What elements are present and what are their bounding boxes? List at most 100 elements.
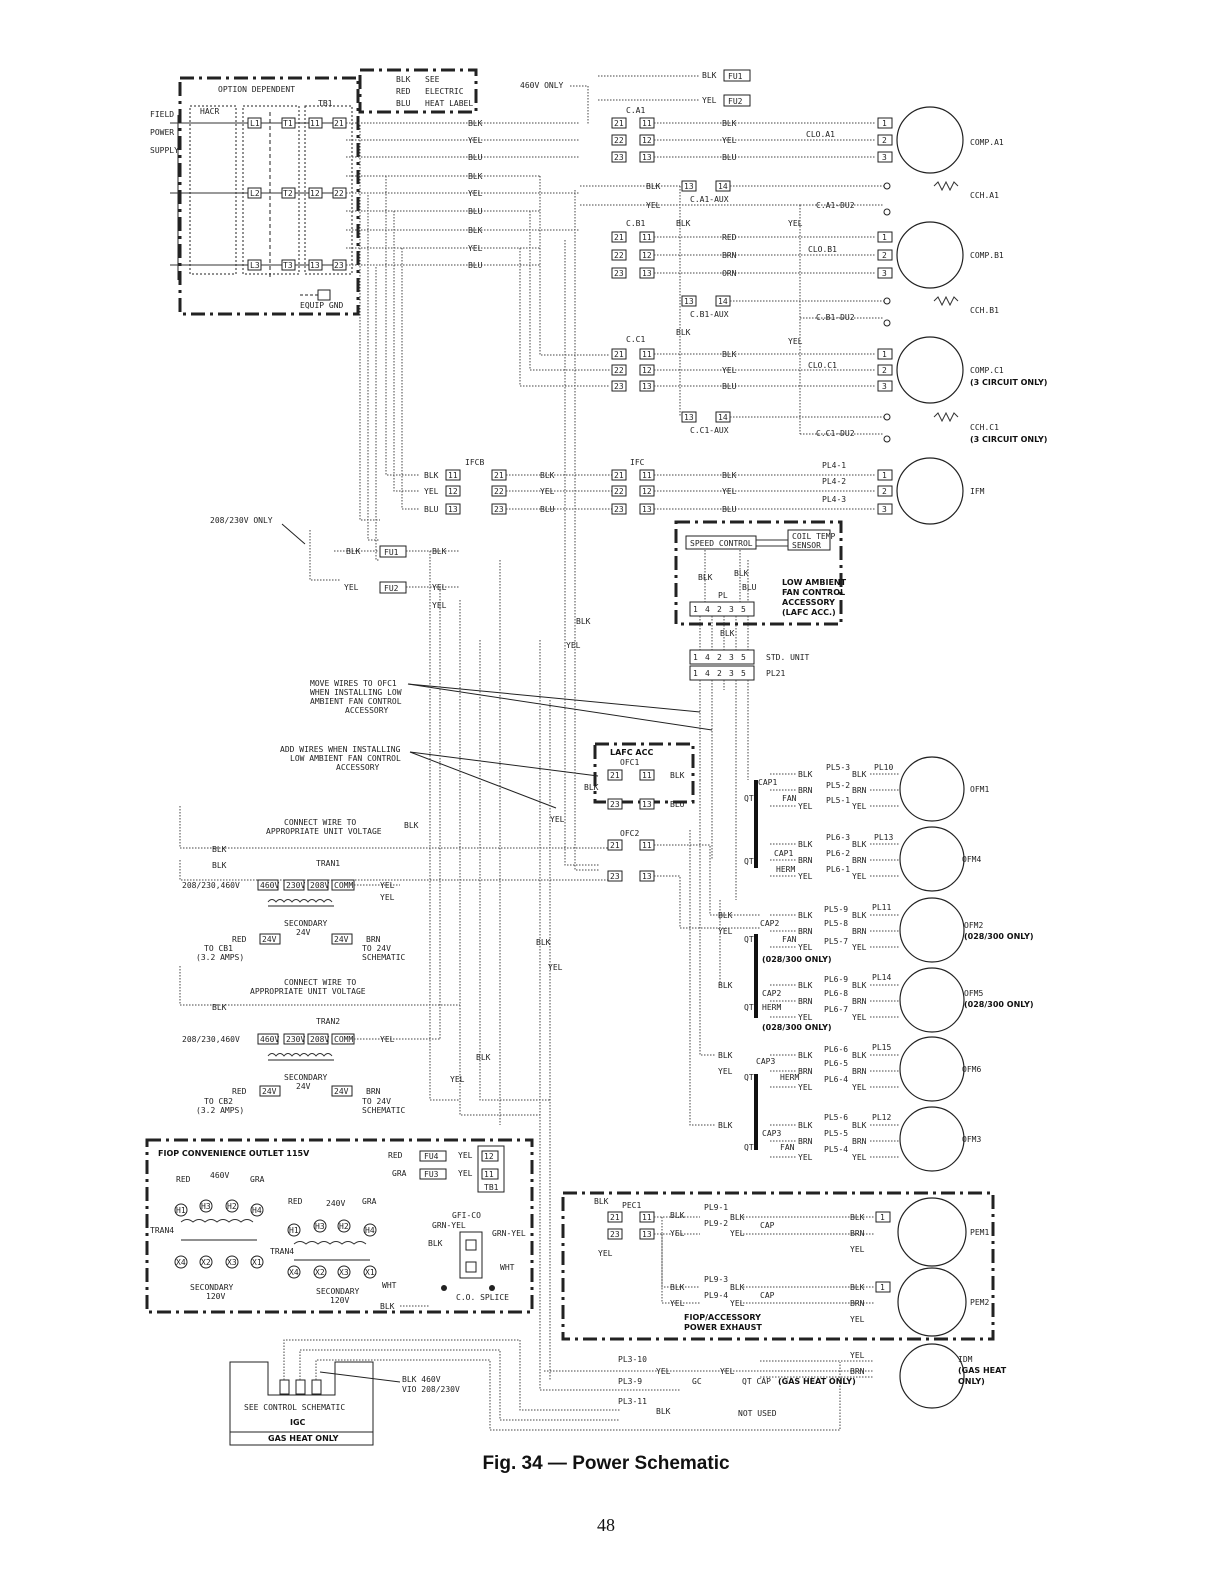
- svg-text:GRA: GRA: [392, 1169, 407, 1178]
- svg-text:1: 1: [693, 605, 698, 614]
- svg-text:LOW AMBIENT FAN CONTROL: LOW AMBIENT FAN CONTROL: [290, 754, 401, 763]
- svg-text:YEL: YEL: [718, 927, 733, 936]
- overload-clo-a1: CLO.A1: [806, 130, 835, 139]
- svg-text:23: 23: [494, 505, 504, 514]
- svg-text:24V: 24V: [334, 935, 349, 944]
- svg-text:YEL: YEL: [344, 583, 359, 592]
- ofc1-lafc-section: LAFC ACC OFC1 21 11 BLK 23 13 BLU BLK YE…: [550, 617, 695, 824]
- svg-text:TRAN4: TRAN4: [270, 1247, 294, 1256]
- svg-text:13: 13: [448, 505, 458, 514]
- svg-text:TRAN1: TRAN1: [316, 859, 340, 868]
- svg-text:BLK: BLK: [468, 226, 483, 235]
- svg-text:GFI-CO: GFI-CO: [452, 1211, 481, 1220]
- svg-text:CAP: CAP: [760, 1221, 775, 1230]
- svg-text:BLU: BLU: [468, 261, 483, 270]
- svg-text:C.B1-AUX: C.B1-AUX: [690, 310, 729, 319]
- svg-text:GRN-YEL: GRN-YEL: [432, 1221, 466, 1230]
- svg-text:4: 4: [705, 653, 710, 662]
- svg-text:3: 3: [882, 269, 887, 278]
- convenience-outlet-section: FIOP CONVENIENCE OUTLET 115V RED FU4 YEL…: [145, 1138, 534, 1314]
- svg-text:CAP3: CAP3: [756, 1057, 775, 1066]
- svg-text:FIOP CONVENIENCE OUTLET 115V: FIOP CONVENIENCE OUTLET 115V: [158, 1149, 310, 1158]
- svg-text:BLU: BLU: [540, 505, 555, 514]
- svg-text:YEL: YEL: [548, 963, 563, 972]
- svg-text:BRN: BRN: [798, 1137, 813, 1146]
- svg-text:24V: 24V: [262, 935, 277, 944]
- svg-text:YEL: YEL: [798, 1153, 813, 1162]
- svg-text:YEL: YEL: [540, 487, 555, 496]
- gfi-outlet: [459, 1231, 483, 1279]
- svg-text:(3.2 AMPS): (3.2 AMPS): [196, 1106, 244, 1115]
- outdoor-fan-motor-ofm1: [899, 756, 965, 822]
- svg-text:PL5-8: PL5-8: [824, 919, 848, 928]
- svg-text:24V: 24V: [334, 1087, 349, 1096]
- tb1-box: [304, 105, 353, 275]
- svg-text:BRN: BRN: [722, 251, 737, 260]
- svg-text:PL6-7: PL6-7: [824, 1005, 848, 1014]
- svg-text:FU2: FU2: [384, 584, 399, 593]
- svg-text:13: 13: [642, 800, 652, 809]
- svg-text:3: 3: [729, 669, 734, 678]
- svg-text:1: 1: [882, 471, 887, 480]
- svg-text:OFM4: OFM4: [962, 855, 981, 864]
- svg-text:WHT: WHT: [382, 1281, 397, 1290]
- svg-text:YEL: YEL: [722, 136, 737, 145]
- svg-text:SCHEMATIC: SCHEMATIC: [362, 953, 406, 962]
- compressor-section: 460V ONLY BLK FU1 YEL FU2 C.A1 21 11 22 …: [520, 69, 1047, 444]
- svg-text:YEL: YEL: [656, 1367, 671, 1376]
- svg-text:ORN: ORN: [722, 269, 737, 278]
- svg-text:2: 2: [717, 605, 722, 614]
- svg-text:YEL: YEL: [722, 366, 737, 375]
- svg-text:PL5-3: PL5-3: [826, 763, 850, 772]
- svg-text:2: 2: [717, 653, 722, 662]
- svg-text:FAN: FAN: [780, 1143, 795, 1152]
- svg-text:APPROPRIATE UNIT VOLTAGE: APPROPRIATE UNIT VOLTAGE: [266, 827, 382, 836]
- svg-text:BLU: BLU: [742, 583, 757, 592]
- svg-text:RED: RED: [388, 1151, 403, 1160]
- svg-text:13: 13: [642, 269, 652, 278]
- svg-text:X3: X3: [227, 1258, 237, 1267]
- figure-caption: Fig. 34 — Power Schematic: [482, 1453, 730, 1474]
- svg-text:11: 11: [310, 119, 320, 128]
- svg-text:PL6-9: PL6-9: [824, 975, 848, 984]
- svg-text:BLK: BLK: [852, 911, 867, 920]
- svg-text:12: 12: [484, 1152, 494, 1161]
- option-dependent-label: OPTION DEPENDENT: [218, 85, 295, 94]
- svg-text:13: 13: [642, 153, 652, 162]
- svg-text:(028/300 ONLY): (028/300 ONLY): [964, 932, 1034, 941]
- svg-text:C.A1-DU2: C.A1-DU2: [816, 201, 855, 210]
- svg-text:460V: 460V: [260, 881, 279, 890]
- svg-text:YEL: YEL: [850, 1351, 865, 1360]
- svg-text:YEL: YEL: [798, 943, 813, 952]
- svg-text:YEL: YEL: [798, 1083, 813, 1092]
- svg-text:FU1: FU1: [384, 548, 399, 557]
- equip-gnd-terminal: [317, 289, 331, 301]
- svg-text:CLO.B1: CLO.B1: [808, 245, 837, 254]
- tb1-label: TB1: [318, 99, 333, 108]
- svg-text:SENSOR: SENSOR: [792, 541, 821, 550]
- svg-text:BLK: BLK: [576, 617, 591, 626]
- svg-text:T3: T3: [283, 261, 293, 270]
- svg-text:PL6-1: PL6-1: [826, 865, 850, 874]
- svg-text:12: 12: [448, 487, 458, 496]
- svg-text:YEL: YEL: [598, 1249, 613, 1258]
- field-power-supply-label-3: SUPPLY: [150, 146, 179, 155]
- svg-text:3: 3: [882, 505, 887, 514]
- svg-text:PL5-6: PL5-6: [824, 1113, 848, 1122]
- svg-text:BRN: BRN: [798, 786, 813, 795]
- outdoor-fan-motor-ofm2: [899, 897, 965, 963]
- svg-text:3: 3: [882, 382, 887, 391]
- svg-text:2: 2: [882, 366, 887, 375]
- svg-text:YEL: YEL: [852, 872, 867, 881]
- svg-text:11: 11: [448, 471, 458, 480]
- svg-text:FIOP/ACCESSORY: FIOP/ACCESSORY: [684, 1313, 761, 1322]
- svg-text:11: 11: [642, 841, 652, 850]
- gas-heat-section: SEE CONTROL SCHEMATIC IGC GAS HEAT ONLY …: [229, 1339, 1007, 1446]
- svg-text:BLK: BLK: [720, 629, 735, 638]
- svg-text:23: 23: [610, 872, 620, 881]
- svg-text:POWER EXHAUST: POWER EXHAUST: [684, 1323, 762, 1332]
- svg-text:FU4: FU4: [424, 1152, 439, 1161]
- svg-text:TB1: TB1: [484, 1183, 499, 1192]
- svg-text:C.B1-DU2: C.B1-DU2: [816, 313, 855, 322]
